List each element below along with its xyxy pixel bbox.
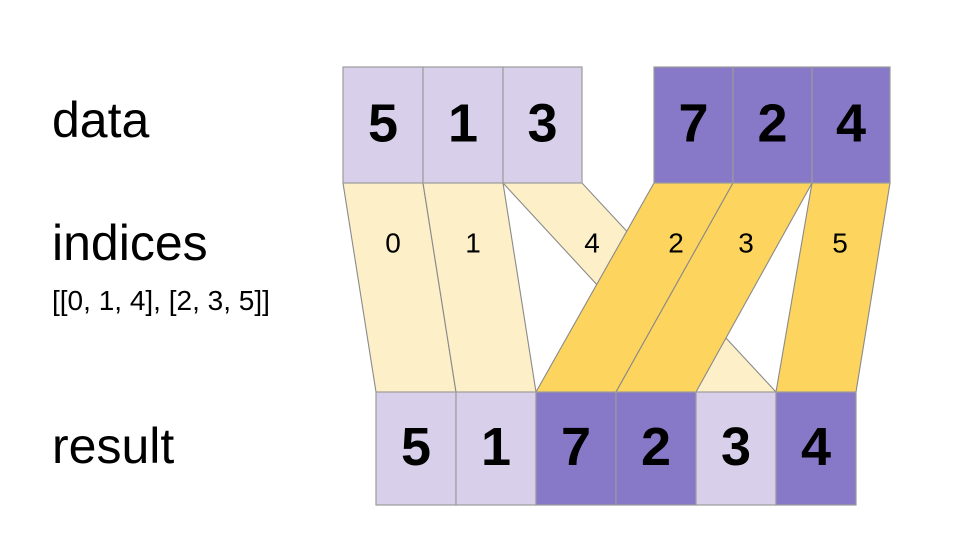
result-cell-value: 1 — [481, 417, 511, 477]
indices-value-text: [[0, 1, 4], [2, 3, 5]] — [52, 285, 270, 316]
result-cell — [695, 391, 777, 506]
ribbon-index-label: 0 — [385, 227, 401, 258]
data-cell — [422, 66, 504, 184]
data-cell — [811, 66, 891, 184]
result-cell — [775, 391, 857, 506]
result-cell-value: 2 — [641, 417, 671, 477]
result-cell — [455, 391, 537, 506]
data-cell-value: 5 — [368, 93, 398, 153]
ribbon-index-label: 5 — [832, 227, 848, 258]
data-cell — [653, 66, 734, 184]
ribbon-index-labels-layer: 0 1 4 2 3 5 — [385, 227, 848, 258]
data-cell — [342, 66, 424, 184]
row-label-data: data — [52, 92, 150, 148]
data-cell — [502, 66, 583, 184]
data-cell-value: 4 — [836, 93, 866, 153]
result-cell — [615, 391, 697, 506]
data-cell-value: 2 — [757, 93, 787, 153]
ribbon-index-label: 4 — [584, 227, 600, 258]
result-cell-value: 5 — [401, 417, 431, 477]
row-label-result: result — [52, 417, 175, 474]
ribbon-index-label: 1 — [465, 227, 481, 258]
ribbons-layer — [342, 182, 891, 393]
data-cell-value: 1 — [448, 93, 478, 153]
result-cell-value: 7 — [561, 417, 591, 477]
data-cell-value: 7 — [678, 93, 708, 153]
ribbon-index-label: 3 — [738, 227, 754, 258]
row-label-indices: indices — [52, 215, 208, 271]
result-cell — [375, 391, 457, 506]
result-cell-value: 3 — [721, 417, 751, 477]
data-cell-value: 3 — [527, 93, 557, 153]
ribbon-index-label: 2 — [668, 227, 684, 258]
result-cell-value: 4 — [801, 417, 831, 477]
